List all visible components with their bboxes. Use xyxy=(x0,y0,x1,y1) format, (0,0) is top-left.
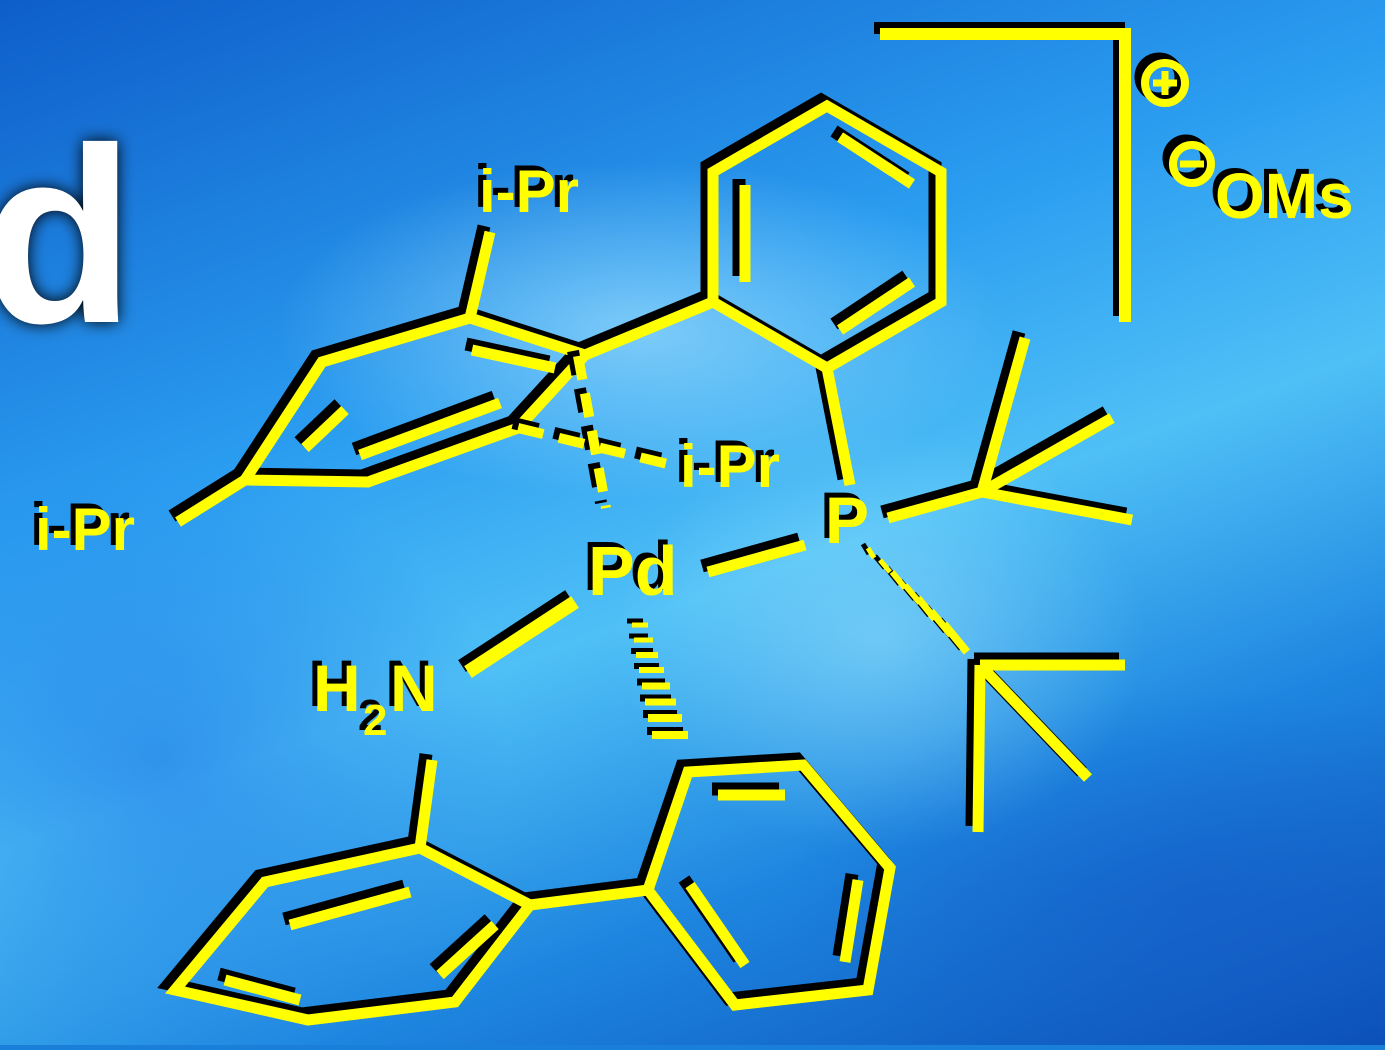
triisopropyl-ring xyxy=(234,312,595,488)
svg-text:i-Pr: i-Pr xyxy=(30,491,130,558)
hashed-wedges xyxy=(627,542,971,739)
svg-text:N: N xyxy=(385,646,433,720)
charges: OMs OMs xyxy=(1134,52,1354,232)
title-letter: d xyxy=(0,96,135,375)
svg-text:Pd: Pd xyxy=(583,527,672,605)
svg-text:P: P xyxy=(820,478,864,552)
dashed-bonds xyxy=(511,349,674,509)
svg-text:N: N xyxy=(390,651,438,725)
svg-text:d: d xyxy=(0,96,135,375)
ipr-left-label: i-Pr xyxy=(35,496,135,563)
svg-text:2: 2 xyxy=(363,696,387,745)
p-atom-label: P xyxy=(825,483,869,557)
pd-atom-label: Pd xyxy=(588,532,677,610)
atom-labels: i-Pr i-Pr i-Pr i-Pr i-Pr i-Pr Pd Pd P P … xyxy=(30,153,869,745)
svg-text:i-Pr: i-Pr xyxy=(474,153,574,220)
ipr-top-label: i-Pr xyxy=(479,158,579,225)
title-fragment: d d xyxy=(0,96,135,375)
minus-charge-icon xyxy=(1162,134,1215,187)
ipr-mid-label: i-Pr xyxy=(680,433,780,500)
bonds xyxy=(165,28,1134,1026)
lower-right-ring xyxy=(641,759,896,1011)
svg-text:OMs: OMs xyxy=(1210,155,1349,227)
plus-charge-icon xyxy=(1134,52,1189,107)
amine-label: H H 2 2 N N xyxy=(308,646,438,745)
svg-text:i-Pr: i-Pr xyxy=(675,428,775,495)
svg-text:2: 2 xyxy=(358,691,382,740)
counterion-label: OMs xyxy=(1215,160,1354,232)
svg-text:H: H xyxy=(308,646,356,720)
svg-text:H: H xyxy=(313,651,361,725)
